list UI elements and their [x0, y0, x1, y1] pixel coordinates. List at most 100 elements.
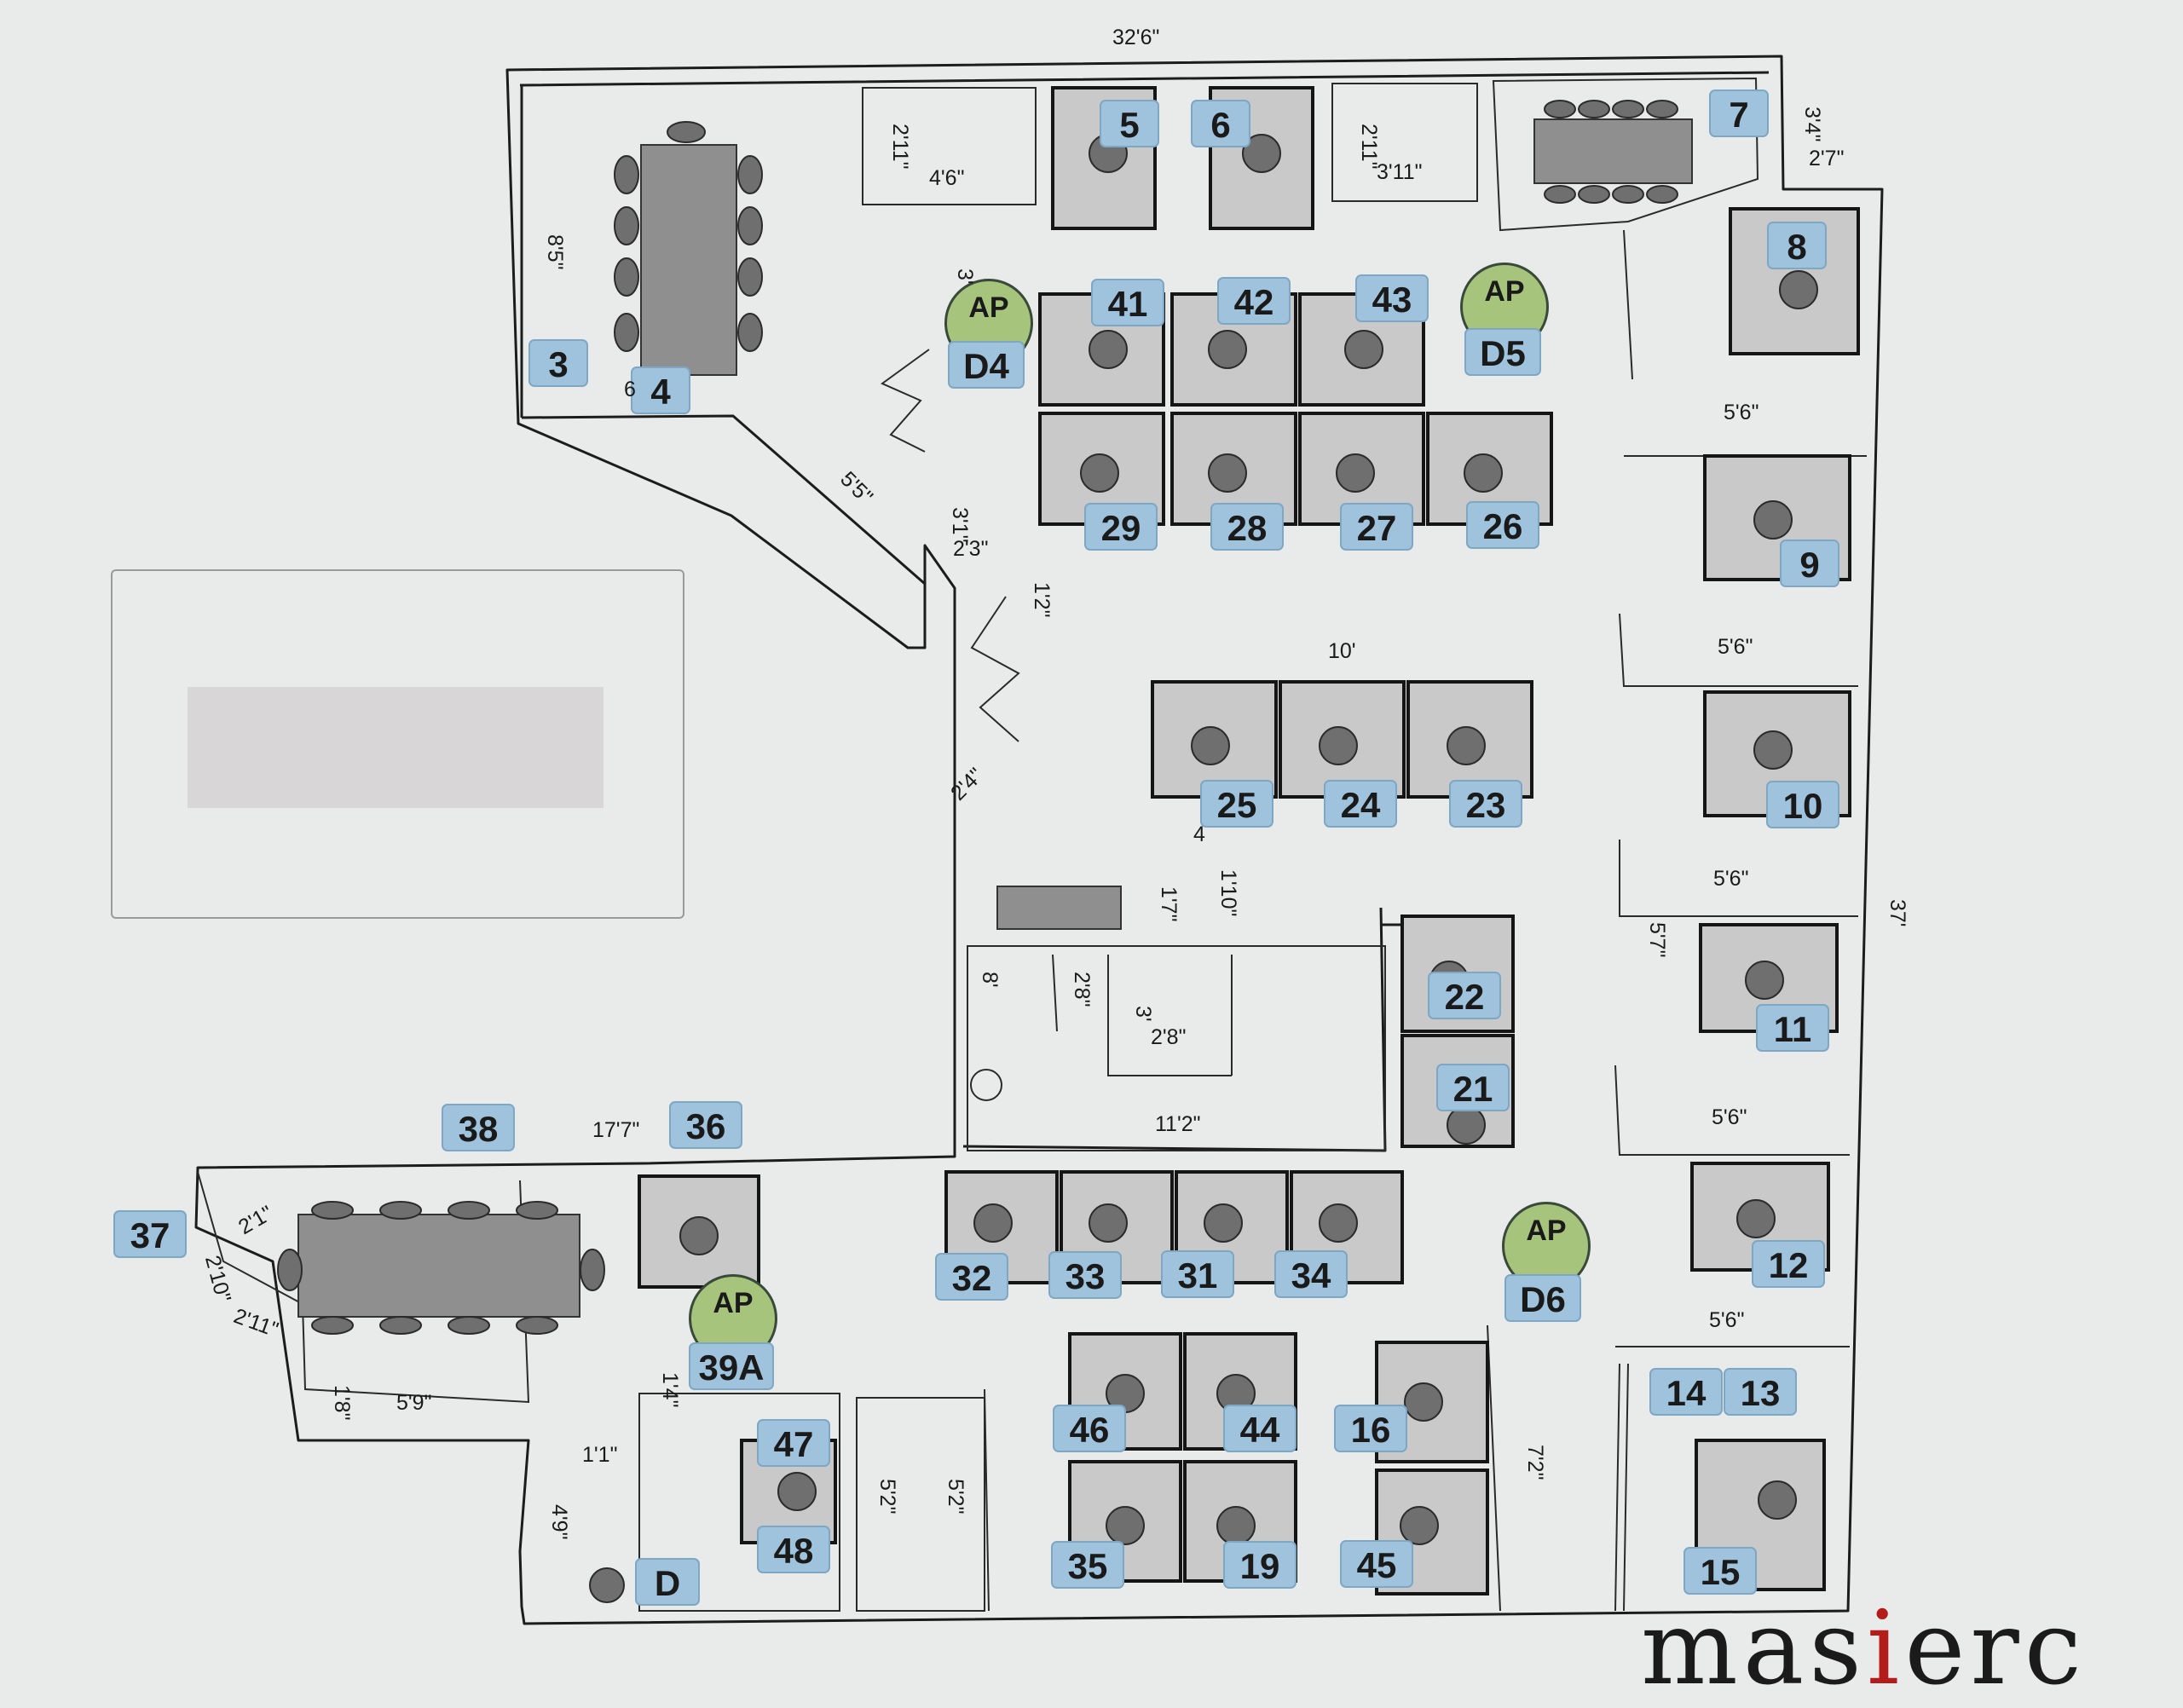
bottom-room-b [638, 1393, 840, 1612]
brand-logo: masierc [1641, 1590, 2087, 1708]
desk-label-4[interactable]: 4 [631, 366, 690, 414]
bottom-walls [984, 1324, 1620, 1612]
desk-label-3[interactable]: 3 [528, 339, 588, 387]
chairs [277, 100, 1818, 1603]
desk-label-38[interactable]: 38 [442, 1104, 515, 1151]
dim-rest-b: 1'10" [1216, 869, 1240, 917]
access-point-label-d4[interactable]: D4 [948, 341, 1025, 389]
dim-corner-b: 2'7" [1809, 147, 1845, 170]
desk-label-14[interactable]: 14 [1649, 1368, 1723, 1416]
dim-hall-c: 1'2" [1030, 582, 1054, 618]
restroom-stalls [1052, 954, 1233, 1076]
desk-label-35[interactable]: 35 [1051, 1541, 1124, 1589]
desk-label-37[interactable]: 37 [113, 1210, 187, 1258]
conference-left [197, 1171, 530, 1404]
dim-office-w1: 5'6" [1724, 401, 1759, 424]
redacted-area [188, 687, 604, 808]
desk-label-15[interactable]: 15 [1683, 1547, 1757, 1595]
desk-label-43[interactable]: 43 [1355, 274, 1429, 322]
access-point-label-39a[interactable]: 39A [689, 1342, 774, 1390]
room-b [1331, 83, 1478, 202]
desk-label-42[interactable]: 42 [1217, 277, 1291, 325]
dim-num-4: 4 [1193, 822, 1205, 846]
desk-label-32[interactable]: 32 [935, 1253, 1008, 1301]
access-point-label-d5[interactable]: D5 [1464, 328, 1541, 376]
dim-s-b: 5'2" [944, 1479, 967, 1515]
desk-label-36[interactable]: 36 [669, 1101, 742, 1149]
desk-label-16[interactable]: 16 [1334, 1405, 1407, 1452]
desk-label-44[interactable]: 44 [1223, 1405, 1297, 1452]
dim-hall-b: 2'3" [953, 537, 989, 561]
desk-label-6[interactable]: 6 [1191, 100, 1250, 147]
desk-label-24[interactable]: 24 [1324, 780, 1397, 828]
desk-label-29[interactable]: 29 [1084, 503, 1158, 551]
desk-label-9[interactable]: 9 [1780, 540, 1839, 587]
dim-rest-w: 11'2" [1155, 1112, 1201, 1136]
dim-rest-c: 8' [978, 972, 1002, 988]
conference-table-left [297, 1214, 580, 1318]
desk-label-5[interactable]: 5 [1100, 100, 1159, 147]
room-a [862, 87, 1037, 205]
desk-label-26[interactable]: 26 [1466, 501, 1539, 549]
access-point-label-d6[interactable]: D6 [1504, 1274, 1581, 1322]
inner-wall [519, 71, 1770, 1152]
desk-label-8[interactable]: 8 [1767, 222, 1827, 269]
dim-right-height: 37' [1886, 899, 1909, 927]
desk-label-46[interactable]: 46 [1053, 1405, 1126, 1452]
dim-num-3: 3' [953, 268, 977, 285]
blank-rectangle [111, 569, 684, 919]
dim-rest-a: 1'7" [1157, 886, 1181, 922]
bottom-room-a [856, 1397, 985, 1612]
dim-rest-e: 3' [1131, 1006, 1155, 1022]
desk-label-47[interactable]: 47 [757, 1419, 830, 1467]
desk-label-12[interactable]: 12 [1752, 1240, 1825, 1288]
desk-label-34[interactable]: 34 [1274, 1250, 1348, 1298]
restroom-block [967, 945, 1386, 1151]
dim-room-a-w: 4'6" [929, 166, 965, 190]
conference-table-right [1533, 118, 1693, 184]
desk-label-19[interactable]: 19 [1223, 1541, 1297, 1589]
dim-c2-e: 5'9" [396, 1391, 432, 1415]
ap-text: AP [968, 291, 1009, 324]
dim-room-a-h: 2'11" [888, 124, 912, 170]
dim-rest-f: 2'8" [1151, 1025, 1187, 1049]
desk-label-23[interactable]: 23 [1449, 780, 1522, 828]
desk-label-7[interactable]: 7 [1709, 89, 1769, 137]
sofa [996, 886, 1122, 930]
door-zigzag-a [881, 349, 930, 453]
dim-room-b-w: 3'11" [1377, 160, 1423, 184]
dim-s-a: 5'2" [875, 1479, 899, 1515]
door-zigzag-b [970, 596, 1020, 742]
dim-office-w2: 5'6" [1718, 635, 1753, 659]
room-c [1492, 77, 1759, 232]
desk-label-13[interactable]: 13 [1724, 1368, 1797, 1416]
ap-text: AP [1526, 1215, 1567, 1247]
dim-num-6: 6 [624, 378, 636, 401]
dim-corner-a: 3'4" [1800, 107, 1824, 142]
brand-i: i [1866, 1590, 1905, 1708]
desk-label-d[interactable]: D [635, 1558, 700, 1606]
dim-c2-d: 1'8" [330, 1385, 354, 1421]
desk-label-10[interactable]: 10 [1766, 781, 1839, 828]
desk-label-45[interactable]: 45 [1340, 1540, 1413, 1588]
desk-label-41[interactable]: 41 [1091, 279, 1164, 326]
desk-label-48[interactable]: 48 [757, 1526, 830, 1573]
desk-label-28[interactable]: 28 [1210, 503, 1284, 551]
desk-label-22[interactable]: 22 [1428, 972, 1501, 1019]
dim-c2-f: 1'1" [582, 1443, 618, 1467]
dim-row-w: 10' [1328, 639, 1356, 663]
desk-label-31[interactable]: 31 [1161, 1250, 1234, 1298]
brand-suffix: erc [1904, 1590, 2087, 1708]
dim-office-w3: 5'6" [1713, 867, 1749, 891]
dim-office-w4: 5'6" [1712, 1105, 1747, 1129]
sink-icon [970, 1069, 1002, 1101]
desk-label-21[interactable]: 21 [1436, 1064, 1510, 1111]
desk-label-25[interactable]: 25 [1200, 780, 1273, 828]
desk-label-11[interactable]: 11 [1756, 1004, 1829, 1052]
dim-c2-g: 4'9" [547, 1504, 571, 1540]
dim-c2-h: 1'4" [658, 1372, 682, 1408]
dim-corridor: 17'7" [592, 1118, 640, 1142]
desk-label-33[interactable]: 33 [1048, 1251, 1122, 1299]
desk-label-27[interactable]: 27 [1340, 503, 1413, 551]
